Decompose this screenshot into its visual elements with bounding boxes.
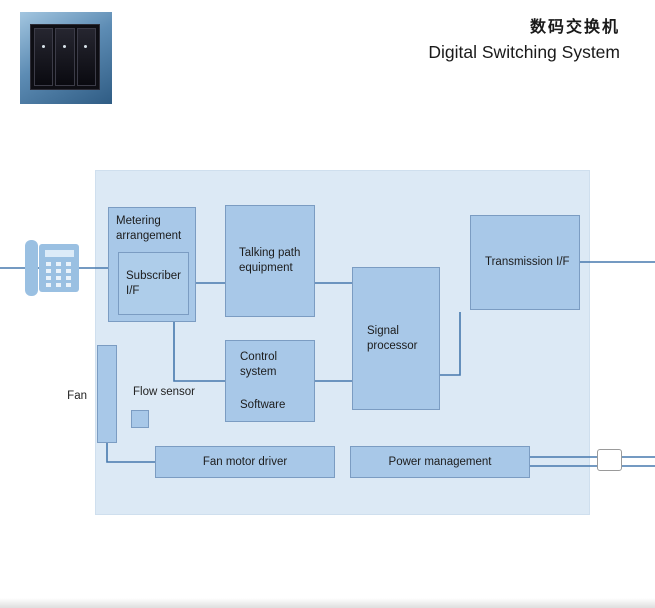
box-label: Transmission I/F: [485, 256, 570, 269]
box-sublabel: Software: [240, 399, 286, 412]
box-label: Subscriber I/F: [126, 269, 181, 297]
box-label: Fan motor driver: [202, 455, 288, 468]
cabinet-door: [55, 28, 75, 86]
switching-cabinet-photo: [20, 12, 112, 104]
cabinet-image: [30, 24, 100, 90]
box-fan-motor-driver: Fan motor driver: [155, 446, 335, 478]
box-power-management: Power management: [350, 446, 530, 478]
box-label: Power management: [388, 455, 492, 468]
flow-sensor-label: Flow sensor: [133, 386, 195, 398]
box-label: Talking path equipment: [239, 247, 301, 274]
cabinet-door: [34, 28, 54, 86]
box-label: Signal processor: [367, 324, 418, 352]
cabinet-door: [76, 28, 96, 86]
box-label: Control system: [240, 351, 278, 378]
title-chinese: 数码交换机: [529, 19, 620, 36]
box-fan: [97, 345, 117, 443]
box-label: Metering arrangement: [116, 215, 182, 242]
box-signal-processor: Signal processor: [352, 267, 440, 410]
page-titles: 数码交换机 Digital Switching System: [428, 18, 620, 65]
box-control-system: Control system Software: [225, 340, 315, 422]
box-subscriber-if: Subscriber I/F: [118, 252, 189, 315]
bottom-fade-strip: [0, 598, 655, 608]
title-english: Digital Switching System: [428, 41, 620, 62]
box-talking-path-equipment: Talking path equipment: [225, 205, 315, 317]
power-connector-icon: [597, 449, 622, 471]
telephone-icon: [25, 240, 79, 296]
box-transmission-if: Transmission I/F: [470, 215, 580, 310]
fan-label: Fan: [67, 390, 87, 402]
box-flow-sensor: [131, 410, 149, 428]
